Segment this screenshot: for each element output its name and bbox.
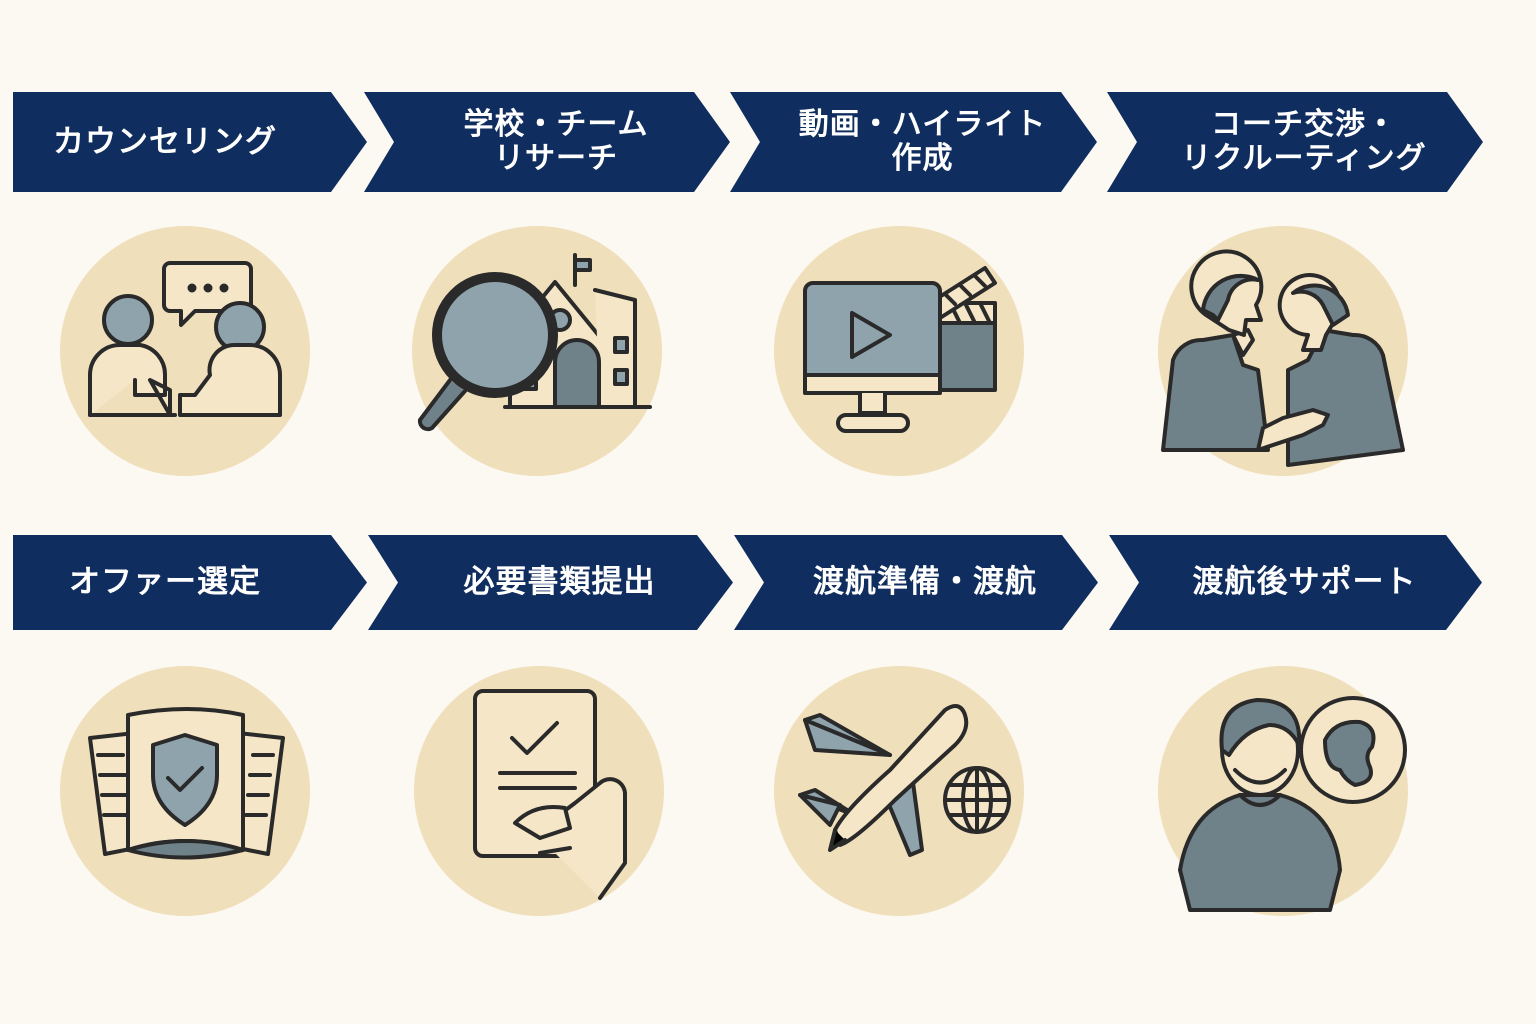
step-5-arrow: オファー選定 — [13, 535, 367, 630]
step-5-label: オファー選定 — [69, 564, 261, 601]
school-research-icon — [417, 253, 652, 432]
offer-shield-icon — [88, 707, 285, 860]
support-person-globe-icon — [1178, 696, 1407, 912]
step-8-label: 渡航後サポート — [1192, 564, 1417, 601]
step-3-label: 動画・ハイライト 作成 — [798, 107, 1047, 176]
video-icon — [803, 266, 997, 433]
step-4-label: コーチ交渉・ リクルーティング — [1181, 107, 1427, 176]
counseling-icon — [88, 261, 282, 417]
step-7-arrow: 渡航準備・渡航 — [734, 535, 1098, 630]
step-4-arrow: コーチ交渉・ リクルーティング — [1107, 92, 1483, 192]
step-2-label: 学校・チーム リサーチ — [463, 107, 649, 176]
document-submit-icon — [473, 689, 627, 900]
step-8-arrow: 渡航後サポート — [1109, 535, 1482, 630]
step-7-label: 渡航準備・渡航 — [813, 564, 1037, 601]
step-1-label: カウンセリング — [53, 123, 277, 160]
step-6-arrow: 必要書類提出 — [368, 535, 733, 630]
handshake-icon — [1161, 249, 1405, 467]
step-6-label: 必要書類提出 — [463, 564, 656, 601]
airplane-icon — [798, 704, 1011, 857]
step-1-arrow: カウンセリング — [13, 92, 367, 192]
step-3-arrow: 動画・ハイライト 作成 — [730, 92, 1097, 192]
step-2-arrow: 学校・チーム リサーチ — [364, 92, 730, 192]
